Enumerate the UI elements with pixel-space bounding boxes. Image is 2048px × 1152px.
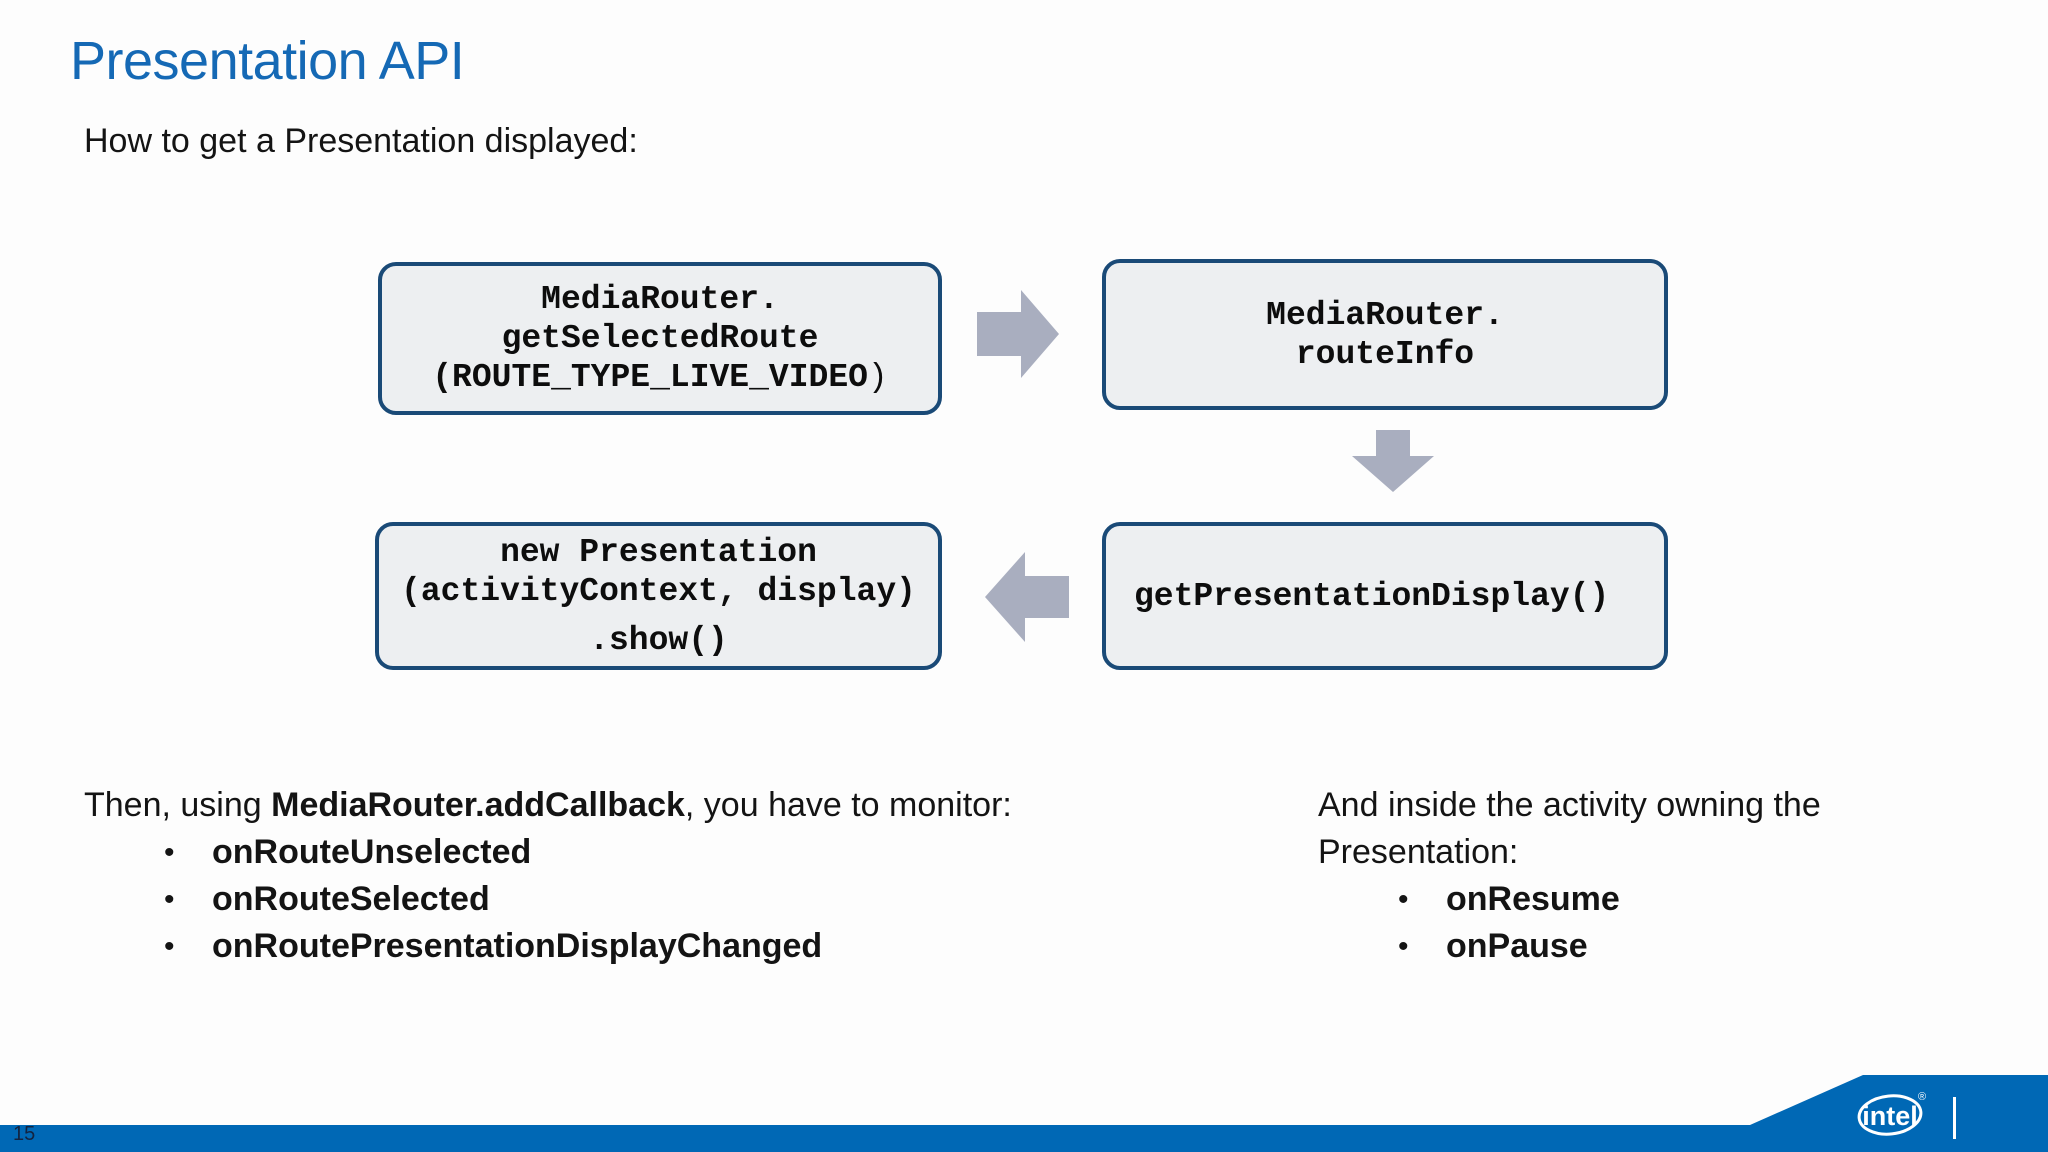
code-line: (ROUTE_TYPE_LIVE_VIDEO) bbox=[432, 359, 888, 396]
bullet-icon: • bbox=[1398, 930, 1409, 963]
code-line: MediaRouter. bbox=[541, 281, 779, 318]
bullet-item: • onRoutePresentationDisplayChanged bbox=[84, 923, 1184, 970]
bullet-item: • onRouteSelected bbox=[84, 876, 1184, 923]
code-line: new Presentation bbox=[500, 533, 817, 571]
callback-intro-line: Then, using MediaRouter.addCallback, you… bbox=[84, 782, 1184, 829]
flow-box-get-selected-route: MediaRouter. getSelectedRoute (ROUTE_TYP… bbox=[378, 262, 942, 415]
flow-box-get-presentation-display: getPresentationDisplay() bbox=[1102, 522, 1668, 670]
bullet-label: onRouteSelected bbox=[212, 880, 490, 918]
flow-box-route-info: MediaRouter. routeInfo bbox=[1102, 259, 1668, 410]
intro-bold-api-name: MediaRouter.addCallback bbox=[271, 786, 685, 824]
slide-subtitle: How to get a Presentation displayed: bbox=[84, 122, 638, 160]
registered-mark: ® bbox=[1918, 1091, 1926, 1103]
bullet-icon: • bbox=[164, 930, 175, 963]
slide-title: Presentation API bbox=[70, 31, 465, 91]
bullet-item: • onPause bbox=[1318, 923, 1918, 970]
right-arrow-icon bbox=[977, 290, 1059, 378]
intel-logo-icon: intel ® bbox=[1857, 1091, 1926, 1136]
page-number: 15 bbox=[13, 1123, 36, 1145]
code-line: routeInfo bbox=[1295, 335, 1475, 373]
bullet-icon: • bbox=[164, 883, 175, 916]
bullet-label: onPause bbox=[1446, 927, 1588, 965]
bullet-icon: • bbox=[164, 836, 175, 869]
intel-logo-text: intel bbox=[1862, 1101, 1918, 1131]
footer-ribbon-wedge bbox=[1750, 1075, 2048, 1125]
code-line: MediaRouter. bbox=[1266, 296, 1504, 334]
down-arrow-icon bbox=[1352, 430, 1434, 492]
bullet-item: • onResume bbox=[1318, 876, 1918, 923]
left-arrow-icon bbox=[985, 552, 1069, 642]
closing-paren: ) bbox=[867, 359, 888, 396]
code-line: .show() bbox=[589, 621, 728, 659]
bullet-icon: • bbox=[1398, 883, 1409, 916]
bullet-label: onRouteUnselected bbox=[212, 833, 532, 871]
bullet-label: onResume bbox=[1446, 880, 1620, 918]
activity-notes: And inside the activity owning the Prese… bbox=[1318, 782, 1918, 970]
bullet-item: • onRouteUnselected bbox=[84, 829, 1184, 876]
callback-notes: Then, using MediaRouter.addCallback, you… bbox=[84, 782, 1184, 970]
bullet-label: onRoutePresentationDisplayChanged bbox=[212, 927, 823, 965]
activity-intro-line: And inside the activity owning the Prese… bbox=[1318, 786, 1821, 871]
footer-ribbon: intel ® bbox=[0, 1075, 2048, 1152]
code-line: getSelectedRoute bbox=[501, 320, 819, 357]
intro-suffix: , you have to monitor: bbox=[684, 786, 1012, 824]
flow-box-new-presentation: new Presentation (activityContext, displ… bbox=[375, 522, 942, 670]
code-line: (activityContext, display) bbox=[401, 572, 916, 610]
intro-prefix: Then, using bbox=[84, 786, 272, 824]
footer-divider-line bbox=[1953, 1097, 1956, 1139]
footer-bar bbox=[0, 1125, 2048, 1152]
code-line: getPresentationDisplay() bbox=[1134, 577, 1610, 615]
